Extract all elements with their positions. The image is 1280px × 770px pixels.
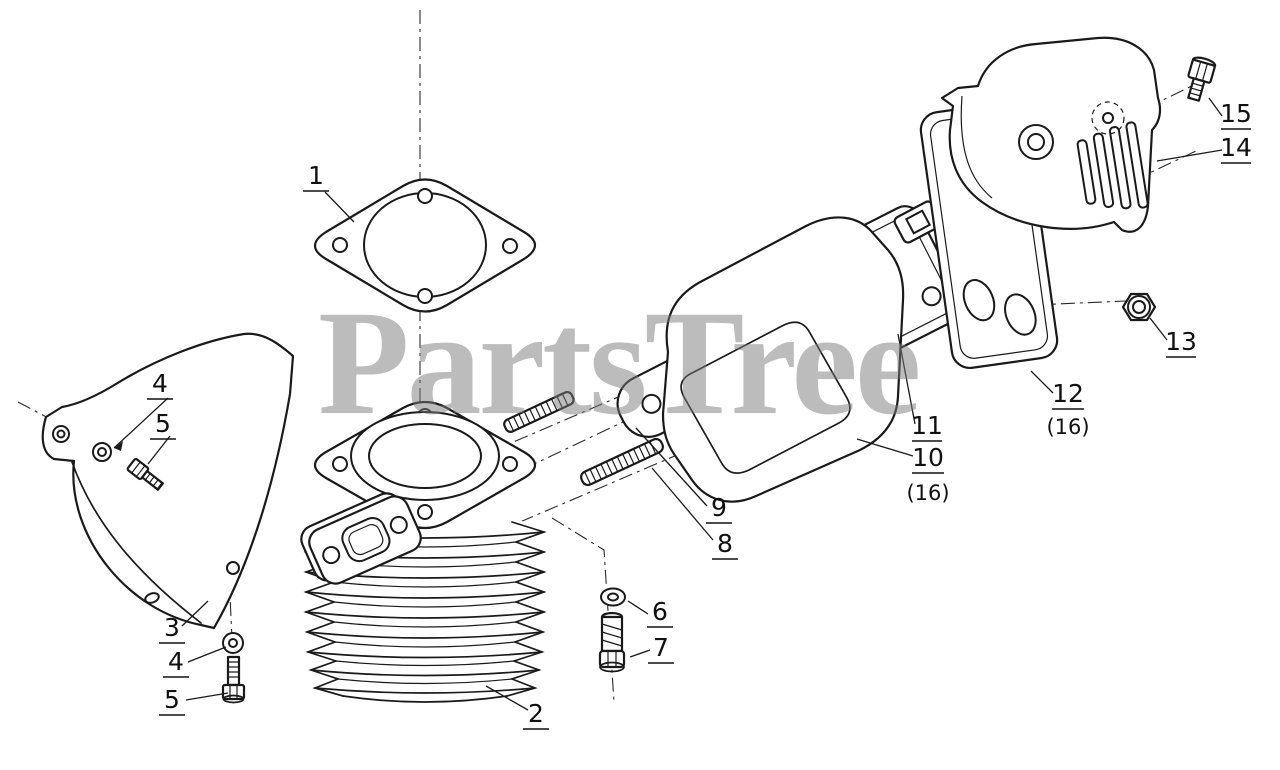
part-ref-9: 9	[711, 493, 727, 522]
part-ref-14: 14	[1220, 133, 1252, 162]
part-ref-7: 7	[653, 633, 669, 662]
part-ref-5a: 5	[155, 409, 171, 438]
cover-screw-hole-hidden	[1091, 101, 1125, 135]
washer-lower	[222, 632, 244, 654]
stud-long	[580, 437, 664, 487]
washer	[600, 587, 626, 607]
part-ref-3: 3	[164, 613, 180, 642]
screw-upper	[126, 457, 164, 491]
part-ref-8: 8	[717, 529, 733, 558]
part-ref-10: 10	[912, 443, 944, 472]
hex-nut	[1121, 292, 1157, 322]
part-ref-5b: 5	[164, 685, 180, 714]
part-ref-2: 2	[528, 699, 544, 728]
muffler	[661, 216, 905, 503]
cover-screw	[1187, 56, 1217, 102]
shield-screw-hole	[226, 561, 240, 575]
part-ref-12: 12	[1052, 379, 1084, 408]
cover-louvers	[1076, 121, 1149, 210]
arrowhead	[114, 441, 123, 451]
washer-upper	[92, 442, 112, 462]
part-reference-labels: 1 2 3 4 5 4 5 6 7 9 8 10 (16) 11 12 (16)…	[147, 99, 1252, 730]
part-ref-15: 15	[1220, 99, 1252, 128]
part-ref-4a: 4	[152, 369, 168, 398]
part-ref-1: 1	[308, 161, 324, 190]
muffler-cover	[940, 36, 1162, 233]
part-ref-4b: 4	[168, 647, 184, 676]
screw-lower	[221, 655, 246, 704]
part-ref-12-kit: (16)	[1046, 415, 1089, 439]
heat-shield	[41, 332, 295, 630]
cylinder-gasket	[313, 178, 537, 313]
part-ref-11: 11	[911, 411, 943, 440]
cylinder-exhaust-flange	[300, 492, 422, 585]
part-ref-10-kit: (16)	[906, 481, 949, 505]
spring-screw	[598, 611, 626, 673]
cylinder	[300, 400, 547, 704]
stud-short	[503, 390, 575, 433]
leader-lines	[113, 97, 1223, 711]
part-ref-13: 13	[1165, 327, 1197, 356]
part-ref-6: 6	[652, 597, 668, 626]
